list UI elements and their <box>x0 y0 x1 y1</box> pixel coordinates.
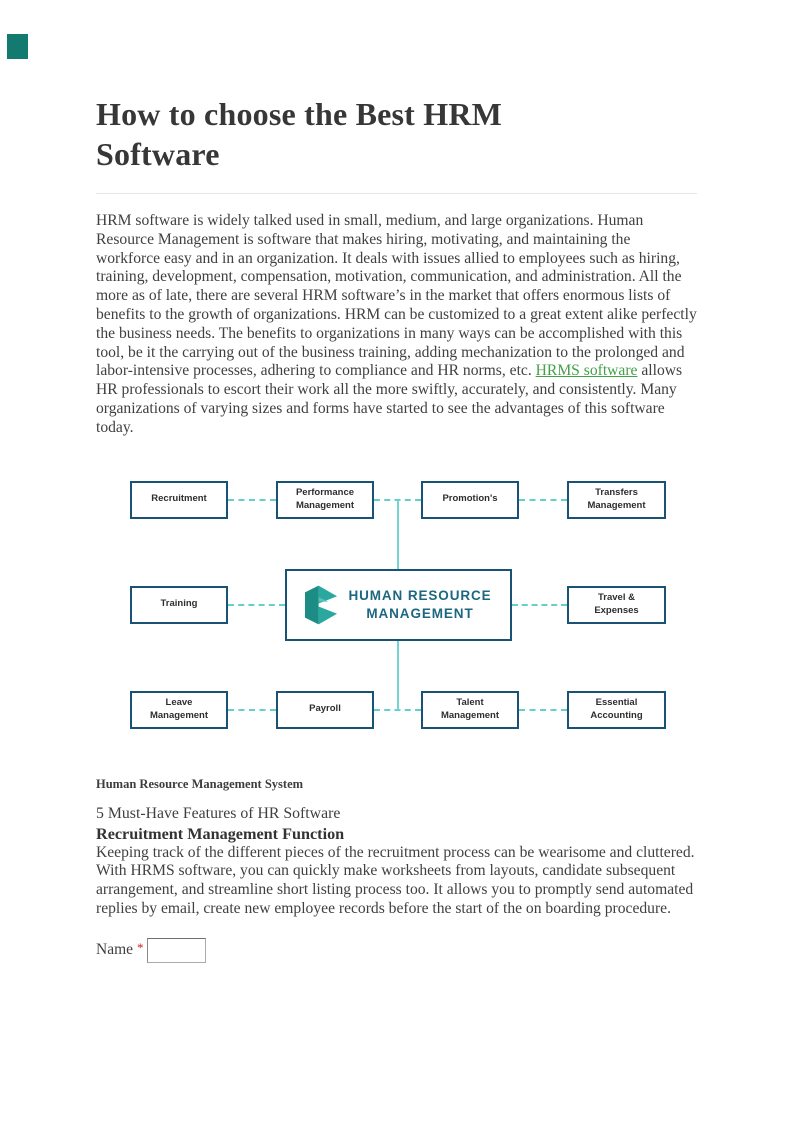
connector-line <box>228 708 276 711</box>
features-heading: 5 Must-Have Features of HR Software <box>96 804 341 822</box>
diagram-box-travel-expenses: Travel & Expenses <box>567 585 666 624</box>
intro-text-after-link: allows HR professionals to escort their … <box>96 362 683 436</box>
title-divider <box>96 193 697 194</box>
connector-line <box>228 603 285 606</box>
figure-caption: Human Resource Management System <box>96 776 304 791</box>
diagram-box-payroll: Payroll <box>276 690 374 729</box>
diagram-box-talent-management: Talent Management <box>421 690 519 729</box>
section-heading: Recruitment Management Function <box>96 824 345 843</box>
article-content: How to choose the Best HRM Software HRM … <box>96 0 697 963</box>
connector-line <box>519 708 567 711</box>
hrm-logo-icon <box>305 585 338 625</box>
diagram-box-recruitment: Recruitment <box>130 480 228 519</box>
connector-line <box>228 498 276 501</box>
connector-line <box>512 603 567 606</box>
diagram-box-essential-accounting: Essential Accounting <box>567 690 666 729</box>
diagram-box-leave-management: Leave Management <box>130 690 228 729</box>
intro-paragraph: HRM software is widely talked used in sm… <box>96 212 697 438</box>
diagram-box-performance-management: Performance Management <box>276 480 374 519</box>
diagram-center-box: HUMAN RESOURCE MANAGEMENT <box>285 568 512 641</box>
body-paragraph: Keeping track of the different pieces of… <box>96 843 695 917</box>
diagram-box-transfers-management: Transfers Management <box>567 480 666 519</box>
connector-line-vertical <box>397 640 399 710</box>
connector-line <box>519 498 567 501</box>
name-label: Name <box>96 941 134 959</box>
connector-line <box>374 708 421 711</box>
center-label-line1: HUMAN RESOURCE <box>348 588 492 604</box>
hrm-diagram: Recruitment Performance Management Promo… <box>128 471 668 741</box>
connector-line-vertical <box>397 499 399 569</box>
intro-text-before-link: HRM software is widely talked used in sm… <box>96 212 697 380</box>
center-label-line2: MANAGEMENT <box>366 605 474 621</box>
page-title: How to choose the Best HRM Software <box>96 96 503 172</box>
required-asterisk: * <box>137 940 144 956</box>
diagram-center-label: HUMAN RESOURCE MANAGEMENT <box>348 587 491 622</box>
name-input[interactable] <box>146 937 206 963</box>
diagram-box-training: Training <box>130 585 228 624</box>
corner-mark <box>7 34 28 59</box>
hrms-software-link[interactable]: HRMS software <box>535 362 638 380</box>
name-form-row: Name * <box>96 937 697 963</box>
diagram-box-promotions: Promotion's <box>421 480 519 519</box>
